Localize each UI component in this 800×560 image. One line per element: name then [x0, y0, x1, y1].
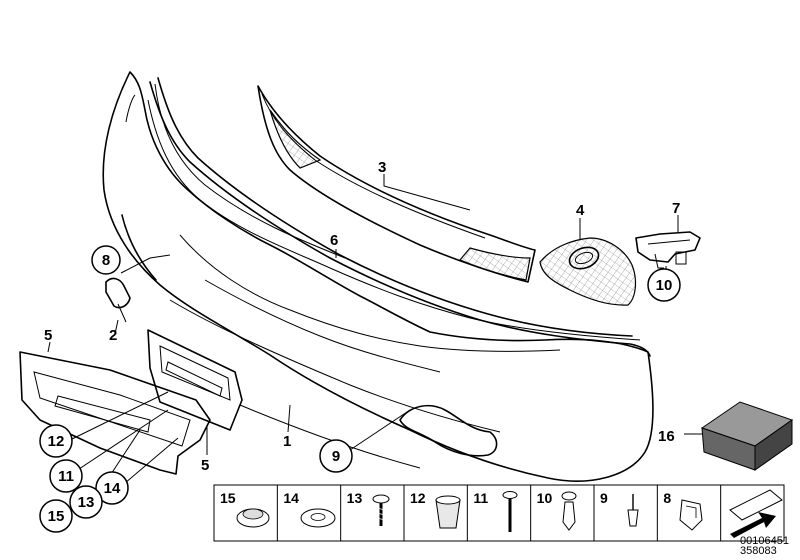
callout-5-left: 5	[44, 327, 52, 344]
reference-code-2: 358083	[740, 545, 777, 557]
callout-10: 10	[656, 277, 673, 294]
clip-icon	[561, 491, 577, 531]
callout-2: 2	[109, 327, 117, 344]
callout-3: 3	[378, 159, 386, 176]
bracket-clip-icon	[679, 499, 703, 531]
grille-strip	[257, 85, 536, 283]
callout-14-circle: 14	[95, 471, 129, 505]
callout-10-circle: 10	[647, 268, 681, 302]
license-plate-base-left	[19, 351, 211, 475]
callout-9: 9	[332, 448, 340, 465]
callout-13-circle: 13	[69, 485, 103, 519]
leader-lines	[47, 174, 702, 501]
fastener-strip: 15 14 13 12 11 10 9 8	[213, 484, 785, 542]
strip-number-11: 11	[473, 490, 488, 506]
callout-15: 15	[48, 508, 65, 525]
bracket	[635, 231, 701, 269]
callout-5-right: 5	[201, 457, 209, 474]
callout-9-circle: 9	[319, 439, 353, 473]
callout-4: 4	[576, 202, 585, 219]
long-screw-icon	[502, 491, 518, 532]
grommet-icon	[236, 508, 270, 528]
foam-block	[700, 401, 794, 471]
screw-icon	[372, 494, 390, 526]
rivet-icon	[627, 494, 639, 527]
tow-hook-cover	[105, 277, 131, 323]
callout-11-circle: 11	[49, 459, 83, 493]
arrow-card-icon	[729, 489, 783, 538]
callout-8: 8	[102, 252, 110, 269]
callout-6: 6	[330, 232, 338, 249]
callout-7: 7	[672, 200, 680, 217]
expansion-nut-icon	[435, 495, 461, 529]
callout-12: 12	[48, 433, 65, 450]
strip-number-12: 12	[410, 490, 426, 506]
callout-11: 11	[58, 468, 74, 485]
callout-14: 14	[104, 480, 121, 497]
grille-insert	[539, 237, 637, 306]
strip-number-13: 13	[347, 490, 363, 506]
callout-16: 16	[658, 428, 675, 445]
license-plate-base-right	[147, 329, 243, 431]
trim-strip	[149, 77, 651, 357]
strip-number-14: 14	[283, 490, 299, 506]
callout-1: 1	[283, 433, 291, 450]
strip-number-15: 15	[220, 490, 236, 506]
strip-number-9: 9	[600, 490, 608, 506]
callout-12-circle: 12	[39, 424, 73, 458]
callout-13: 13	[78, 494, 95, 511]
callout-8-circle: 8	[91, 245, 121, 275]
strip-number-8: 8	[663, 490, 671, 506]
callout-15-circle: 15	[39, 499, 73, 533]
reference-code-1: 00106451	[740, 535, 789, 547]
strip-number-10: 10	[537, 490, 553, 506]
washer-icon	[300, 508, 336, 528]
